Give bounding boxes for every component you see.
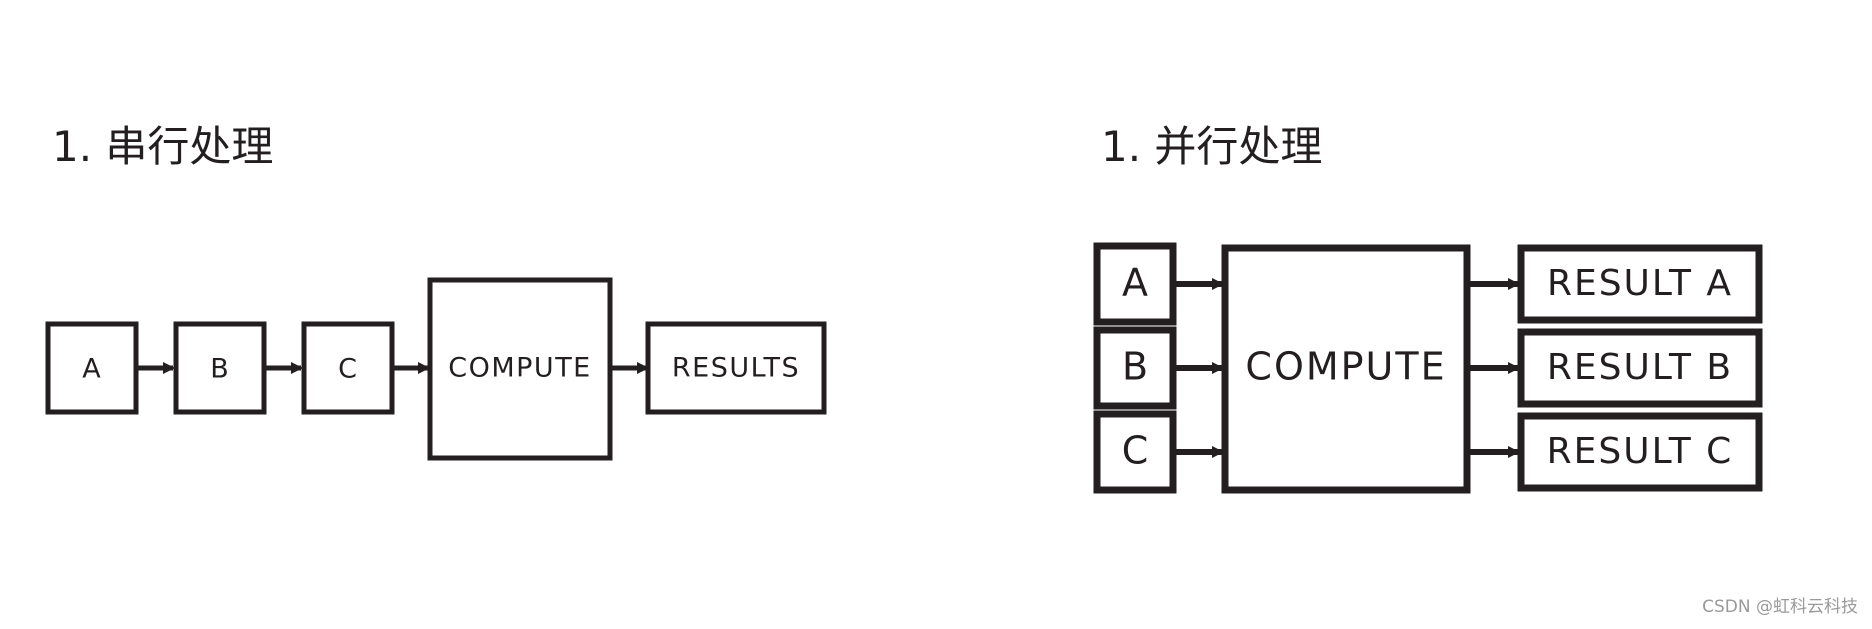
serial-processing-heading: 1. 串行处理 [52, 122, 274, 171]
serial-compute-box [427, 277, 613, 461]
serial-input-label-c: C [338, 354, 358, 385]
serial-diagram: A B C COMPUTE RESULTS [45, 277, 827, 461]
parallel-result-label-c: RESULT C [1547, 431, 1734, 472]
serial-input-box-a [45, 321, 139, 415]
parallel-input-label-a: A [1122, 261, 1148, 305]
parallel-result-box-c [1517, 412, 1763, 492]
serial-compute-label: COMPUTE [448, 353, 592, 384]
parallel-input-box-c [1093, 410, 1177, 494]
parallel-result-label-a: RESULT A [1547, 263, 1733, 304]
parallel-input-box-a [1093, 242, 1177, 326]
parallel-result-label-b: RESULT B [1547, 347, 1733, 388]
source-watermark: CSDN @虹科云科技 [1702, 597, 1858, 617]
parallel-processing-heading: 1. 并行处理 [1101, 122, 1323, 171]
serial-input-box-c [301, 321, 395, 415]
serial-results-box [645, 321, 827, 415]
parallel-diagram: A B C COMPUTE RESULT A RESULT B RESULT C [1093, 242, 1763, 494]
serial-results-label: RESULTS [672, 353, 800, 384]
parallel-result-box-a [1517, 244, 1763, 324]
parallel-input-box-b [1093, 326, 1177, 410]
parallel-input-label-b: B [1122, 345, 1148, 389]
parallel-result-box-b [1517, 328, 1763, 408]
serial-input-label-a: A [82, 354, 101, 385]
parallel-compute-box [1221, 244, 1471, 494]
serial-input-label-b: B [210, 354, 230, 385]
parallel-compute-label: COMPUTE [1245, 345, 1446, 389]
serial-input-box-b [173, 321, 267, 415]
parallel-input-label-c: C [1122, 429, 1149, 473]
